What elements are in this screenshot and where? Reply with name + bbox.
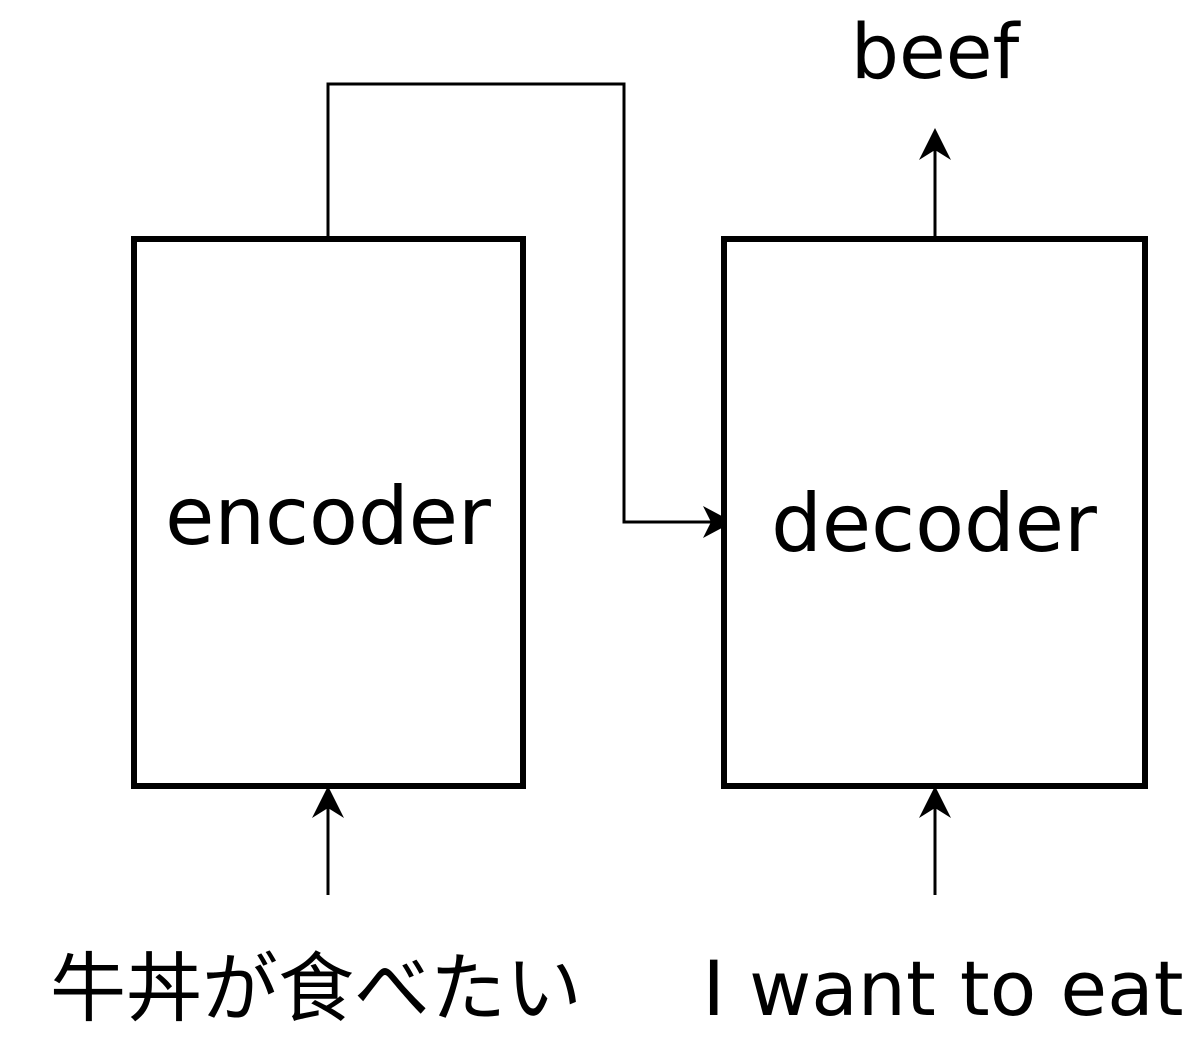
decoder-label: decoder <box>771 477 1097 570</box>
encoder-label: encoder <box>165 470 491 563</box>
encoder-input-text: 牛丼が食べたい <box>50 944 582 1033</box>
decoder-input-arrowhead <box>919 786 951 818</box>
decoder-output-arrowhead <box>919 128 951 160</box>
encoder-input-arrowhead <box>312 786 344 818</box>
output-token: beef <box>850 7 1020 96</box>
decoder-box <box>721 236 1148 789</box>
encoder-box <box>131 236 526 789</box>
decoder-input-text: I want to eat <box>702 944 1184 1033</box>
